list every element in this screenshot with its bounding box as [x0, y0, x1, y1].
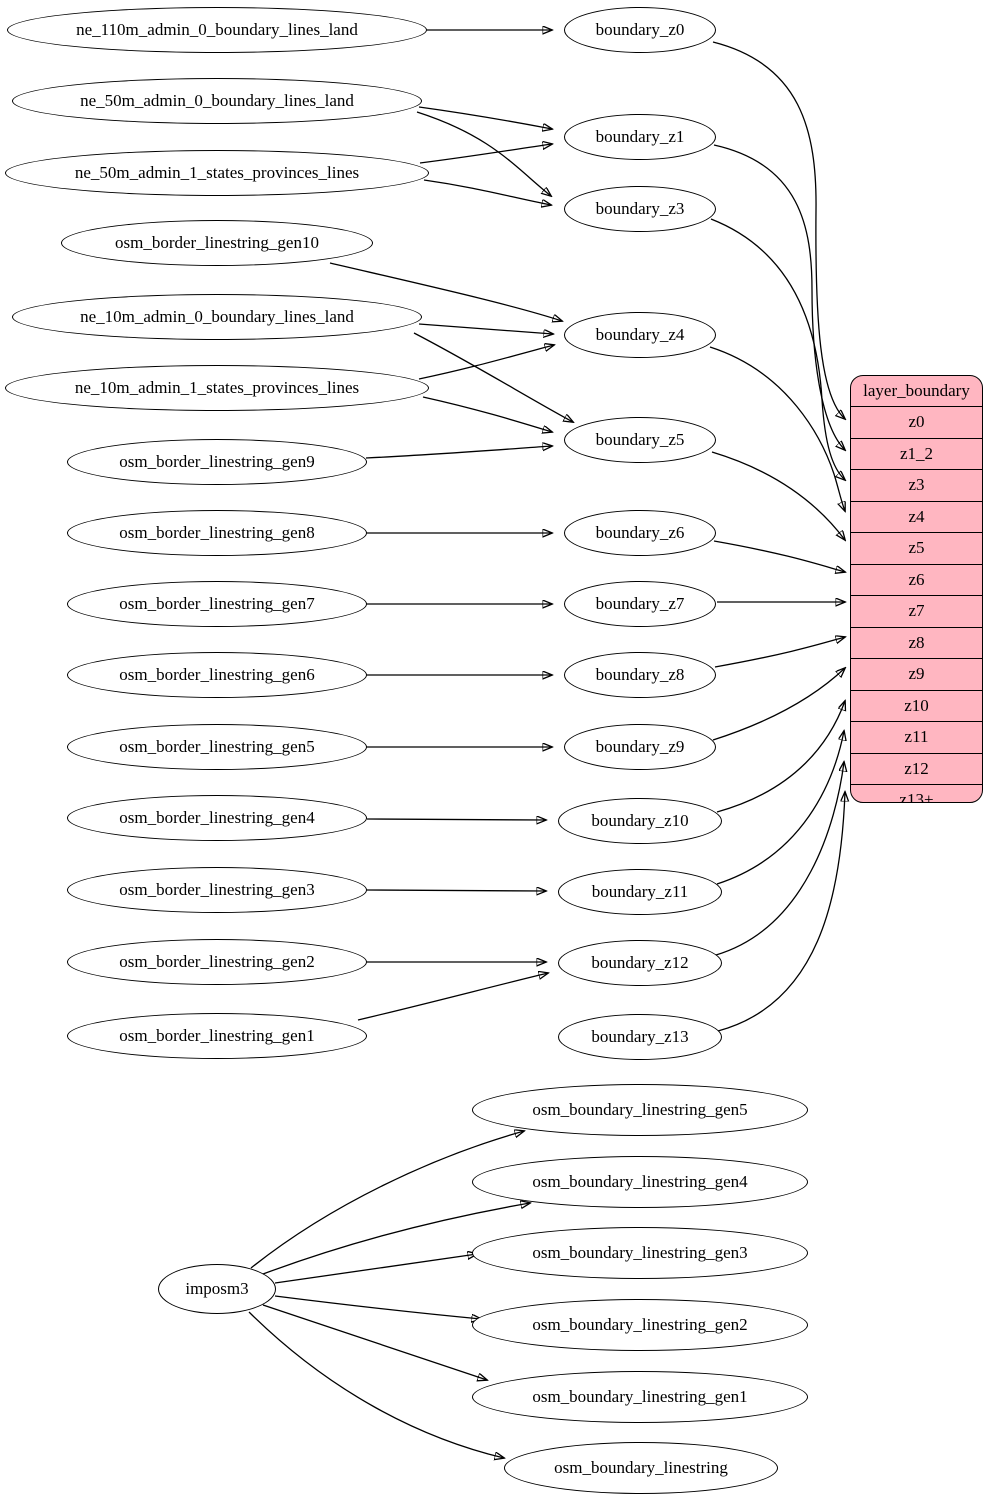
edge-ne-10m-admin1-to-boundary-z4	[418, 345, 554, 380]
layer-row-z12: z12	[851, 752, 982, 785]
node-boundary-z13: boundary_z13	[558, 1014, 722, 1060]
layer-boundary-table-title: layer_boundary	[863, 381, 970, 400]
layer-boundary-table: layer_boundary z0 z1_2 z3 z4 z5 z6 z7 z8…	[850, 375, 983, 803]
node-boundary-z12: boundary_z12	[558, 940, 722, 986]
node-boundary-z5: boundary_z5	[564, 417, 716, 463]
node-osm-boundary-linestring-gen1: osm_boundary_linestring_gen1	[472, 1371, 808, 1423]
edge-ne-50m-admin1-to-boundary-z3	[423, 179, 551, 205]
node-ne-10m-admin-1-states-provinces-lines: ne_10m_admin_1_states_provinces_lines	[5, 365, 429, 411]
edge-imposm3-to-osm-gen2	[274, 1295, 481, 1319]
edge-boundary-z4-to-row-z4	[709, 346, 845, 511]
edge-ne-10m-admin1-to-boundary-z5	[422, 396, 552, 432]
node-imposm3: imposm3	[158, 1264, 276, 1314]
edge-osm-border-gen1-to-boundary-z12	[357, 973, 548, 1021]
node-boundary-z7: boundary_z7	[564, 581, 716, 627]
node-osm-border-linestring-gen8: osm_border_linestring_gen8	[67, 510, 367, 556]
edge-osm-border-gen10-to-boundary-z4	[329, 262, 562, 321]
edge-imposm3-to-osm-gen5	[250, 1131, 524, 1269]
edge-ne-10m-admin0-to-boundary-z5	[413, 332, 573, 422]
edge-ne-50m-admin0-to-boundary-z1	[418, 106, 552, 129]
node-osm-border-linestring-gen10: osm_border_linestring_gen10	[61, 220, 373, 266]
node-boundary-z8: boundary_z8	[564, 652, 716, 698]
node-osm-border-linestring-gen7: osm_border_linestring_gen7	[67, 581, 367, 627]
node-boundary-z11: boundary_z11	[558, 869, 722, 915]
edge-boundary-z13-to-row-z13plus	[717, 792, 845, 1032]
node-osm-boundary-linestring-gen5: osm_boundary_linestring_gen5	[472, 1084, 808, 1136]
node-osm-boundary-linestring: osm_boundary_linestring	[504, 1442, 778, 1494]
edge-ne-10m-admin0-to-boundary-z4	[418, 323, 553, 334]
edge-boundary-z8-to-row-z8	[714, 637, 845, 668]
layer-row-z0: z0	[851, 406, 982, 438]
layer-row-z6: z6	[851, 563, 982, 596]
edge-boundary-z10-to-row-z10	[716, 701, 845, 813]
edge-boundary-z5-to-row-z5	[711, 451, 845, 540]
layer-row-z5: z5	[851, 532, 982, 564]
node-osm-border-linestring-gen6: osm_border_linestring_gen6	[67, 652, 367, 698]
node-osm-boundary-linestring-gen3: osm_boundary_linestring_gen3	[472, 1227, 808, 1279]
node-ne-10m-admin-0-boundary-lines-land: ne_10m_admin_0_boundary_lines_land	[12, 294, 422, 340]
node-boundary-z0: boundary_z0	[564, 7, 716, 53]
layer-row-z1-2: z1_2	[851, 437, 982, 470]
edge-boundary-z9-to-row-z9	[712, 668, 845, 741]
edge-boundary-z0-to-row-z0	[712, 41, 845, 419]
edge-boundary-z6-to-row-z6	[713, 540, 845, 572]
node-boundary-z6: boundary_z6	[564, 510, 716, 556]
node-boundary-z3: boundary_z3	[564, 186, 716, 232]
node-osm-border-linestring-gen5: osm_border_linestring_gen5	[67, 724, 367, 770]
node-osm-boundary-linestring-gen4: osm_boundary_linestring_gen4	[472, 1156, 808, 1208]
node-ne-50m-admin-0-boundary-lines-land: ne_50m_admin_0_boundary_lines_land	[12, 78, 422, 124]
node-osm-border-linestring-gen4: osm_border_linestring_gen4	[67, 795, 367, 841]
layer-row-z7: z7	[851, 595, 982, 627]
edge-imposm3-to-osm-gen3	[274, 1254, 477, 1284]
edge-boundary-z11-to-row-z11	[716, 731, 844, 885]
edge-boundary-z1-to-row-z1-2	[713, 144, 845, 450]
edge-boundary-z3-to-row-z3	[710, 218, 845, 480]
node-ne-50m-admin-1-states-provinces-lines: ne_50m_admin_1_states_provinces_lines	[5, 150, 429, 196]
edge-ne-50m-admin1-to-boundary-z1	[419, 144, 552, 164]
edge-imposm3-to-osm-gen4	[262, 1203, 530, 1275]
edge-osm-border-gen3-to-boundary-z11	[366, 890, 546, 891]
node-boundary-z4: boundary_z4	[564, 312, 716, 358]
node-boundary-z1: boundary_z1	[564, 114, 716, 160]
layer-row-z10: z10	[851, 689, 982, 722]
layer-row-z11: z11	[851, 721, 982, 753]
edge-imposm3-to-osm-gen1	[262, 1304, 487, 1380]
layer-row-z13plus: z13+	[851, 784, 982, 802]
node-osm-boundary-linestring-gen2: osm_boundary_linestring_gen2	[472, 1299, 808, 1351]
edge-osm-border-gen4-to-boundary-z10	[366, 819, 546, 820]
layer-row-z3: z3	[851, 469, 982, 501]
edge-boundary-z12-to-row-z12	[715, 762, 844, 956]
node-boundary-z10: boundary_z10	[558, 798, 722, 844]
node-osm-border-linestring-gen2: osm_border_linestring_gen2	[67, 939, 367, 985]
edge-imposm3-to-osm-linestring	[248, 1311, 504, 1458]
node-osm-border-linestring-gen1: osm_border_linestring_gen1	[67, 1013, 367, 1059]
layer-row-z8: z8	[851, 626, 982, 659]
layer-row-z9: z9	[851, 658, 982, 690]
layer-row-z4: z4	[851, 500, 982, 533]
node-ne-110m-admin-0-boundary-lines-land: ne_110m_admin_0_boundary_lines_land	[7, 7, 427, 53]
node-osm-border-linestring-gen9: osm_border_linestring_gen9	[67, 439, 367, 485]
node-osm-border-linestring-gen3: osm_border_linestring_gen3	[67, 867, 367, 913]
edge-osm-border-gen9-to-boundary-z5	[365, 446, 552, 459]
node-boundary-z9: boundary_z9	[564, 724, 716, 770]
